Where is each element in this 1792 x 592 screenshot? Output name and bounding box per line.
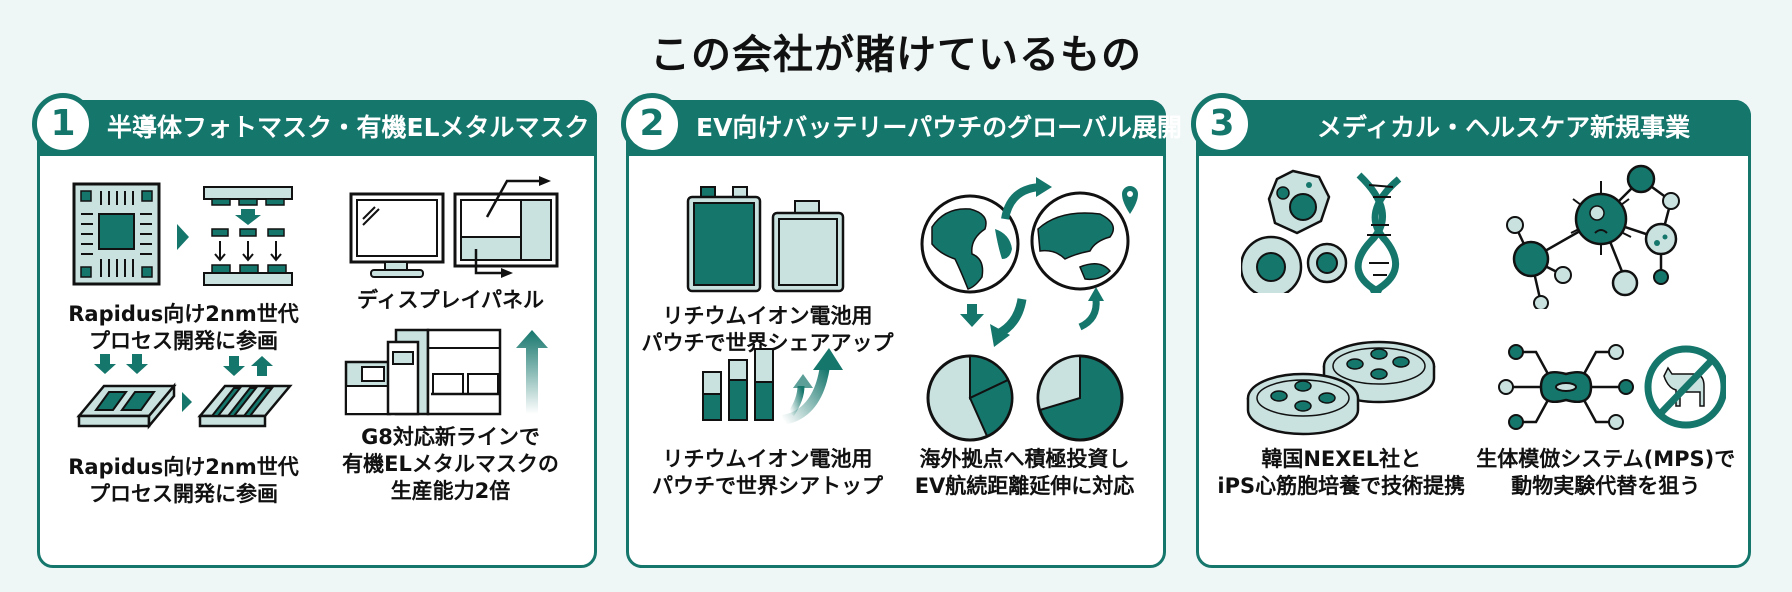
panel-medical: メディカル・ヘルスケア新規事業 3 xyxy=(1191,93,1751,568)
item-petri: 韓国NEXEL社と iPS心筋胞培養で技術提携 xyxy=(1209,340,1474,555)
panel-ev-battery: EV向けバッテリーパウチのグローバル展開 2 リチウムイオン電池用 パウチで世界… xyxy=(621,93,1182,568)
battery-pouch-icon xyxy=(686,186,844,293)
no-animal-testing-icon xyxy=(1497,344,1726,430)
caption: 海外拠点へ積極投資し EV航続距離延伸に対応 xyxy=(914,447,1135,498)
globe-expansion-icon xyxy=(920,177,1138,347)
item-mps: 生体模倣システム(MPS)で 動物実験代替を狙う xyxy=(1474,344,1739,555)
number-badge: 1 xyxy=(32,93,94,155)
cells-dna-icon xyxy=(1241,169,1402,293)
item-globe xyxy=(896,169,1153,362)
caption: リチウムイオン電池用 パウチで世界シアトップ xyxy=(652,447,883,498)
caption: 韓国NEXEL社と iPS心筋胞培養で技術提携 xyxy=(1217,447,1466,498)
caption: リチウムイオン電池用 パウチで世界シェアアップ xyxy=(641,304,894,355)
item-chip: Rapidus向け2nm世代 プロセス開発に参画 xyxy=(50,169,317,362)
cell-network-icon xyxy=(1505,164,1680,309)
number-badge: 3 xyxy=(1191,93,1253,155)
item-factory: G8対応新ラインで 有機ELメタルマスクの 生産能力2倍 xyxy=(317,328,584,555)
number-badge: 2 xyxy=(621,93,683,155)
panel-title: メディカル・ヘルスケア新規事業 xyxy=(1316,113,1691,142)
item-network xyxy=(1474,164,1739,362)
growth-bar-chart-icon xyxy=(701,348,843,424)
item-cells xyxy=(1209,169,1474,362)
panel-title: 半導体フォトマスク・有機ELメタルマスク xyxy=(107,113,590,142)
panel-title: EV向けバッテリーパウチのグローバル展開 xyxy=(696,113,1182,142)
page-title: この会社が賭けているもの xyxy=(650,32,1142,78)
caption: Rapidus向け2nm世代 プロセス開発に参画 xyxy=(68,455,299,506)
caption: 生体模倣システム(MPS)で 動物実験代替を狙う xyxy=(1476,447,1736,498)
pie-chart-icon xyxy=(926,354,1123,442)
panel-semiconductor: 半導体フォトマスク・有機ELメタルマスク 1 xyxy=(32,93,597,568)
display-panel-icon xyxy=(349,176,558,278)
etching-substrate-icon xyxy=(75,354,293,430)
petri-dish-icon xyxy=(1247,340,1436,436)
item-display: ディスプレイパネル xyxy=(317,169,584,362)
caption: ディスプレイパネル xyxy=(356,288,545,312)
item-pie: 海外拠点へ積極投資し EV航続距離延伸に対応 xyxy=(896,354,1153,555)
item-etching: Rapidus向け2nm世代 プロセス開発に参画 xyxy=(50,354,317,555)
panel-header: 半導体フォトマスク・有機ELメタルマスク xyxy=(37,100,597,156)
panel-header: メディカル・ヘルスケア新規事業 xyxy=(1196,100,1751,156)
item-battery: リチウムイオン電池用 パウチで世界シェアアップ xyxy=(639,169,896,362)
caption: G8対応新ラインで 有機ELメタルマスクの 生産能力2倍 xyxy=(342,425,559,503)
item-growth: リチウムイオン電池用 パウチで世界シアトップ xyxy=(639,348,896,555)
caption: Rapidus向け2nm世代 プロセス開発に参画 xyxy=(68,302,299,353)
chip-photomask-icon xyxy=(72,182,293,286)
factory-line-icon xyxy=(344,328,548,416)
panel-header: EV向けバッテリーパウチのグローバル展開 xyxy=(626,100,1182,156)
